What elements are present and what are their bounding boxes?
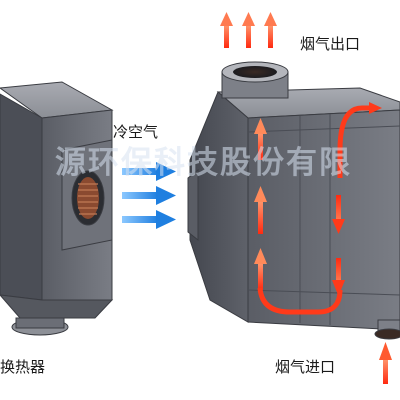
coil-port-icon (71, 170, 105, 226)
flue-gas-inlet-label: 烟气进口 (275, 358, 336, 376)
heat-exchanger-left (0, 81, 114, 336)
flue-inlet-pipe (374, 319, 400, 340)
cold-air-arrow-icon (122, 210, 176, 229)
internal-up-arrow-icon (254, 186, 267, 234)
internal-up-arrow-icon (254, 248, 267, 290)
internal-up-arrow-icon (254, 118, 267, 160)
internal-down-arrow-icon (332, 195, 345, 234)
cold-air-arrow-icon (122, 186, 176, 205)
outlet-up-arrow-icon (264, 12, 277, 48)
internal-down-arrow-icon (332, 258, 345, 296)
main-unit-right (187, 61, 400, 340)
cold-air-flow (122, 162, 176, 229)
flue-outlet-pipe (221, 61, 289, 99)
watermark-text: 源环保科技股份有限 (55, 145, 352, 181)
heat-exchanger-label: 换热器 (0, 358, 46, 376)
flue-gas-outlet-label: 烟气出口 (300, 35, 361, 53)
outlet-up-arrow-icon (220, 12, 233, 48)
hot-gas-flow (220, 12, 382, 315)
cold-air-arrow-icon (122, 162, 176, 181)
cold-air-label: 冷空气 (113, 123, 159, 141)
inlet-up-arrow-icon (379, 342, 392, 384)
outlet-up-arrow-icon (242, 12, 255, 48)
